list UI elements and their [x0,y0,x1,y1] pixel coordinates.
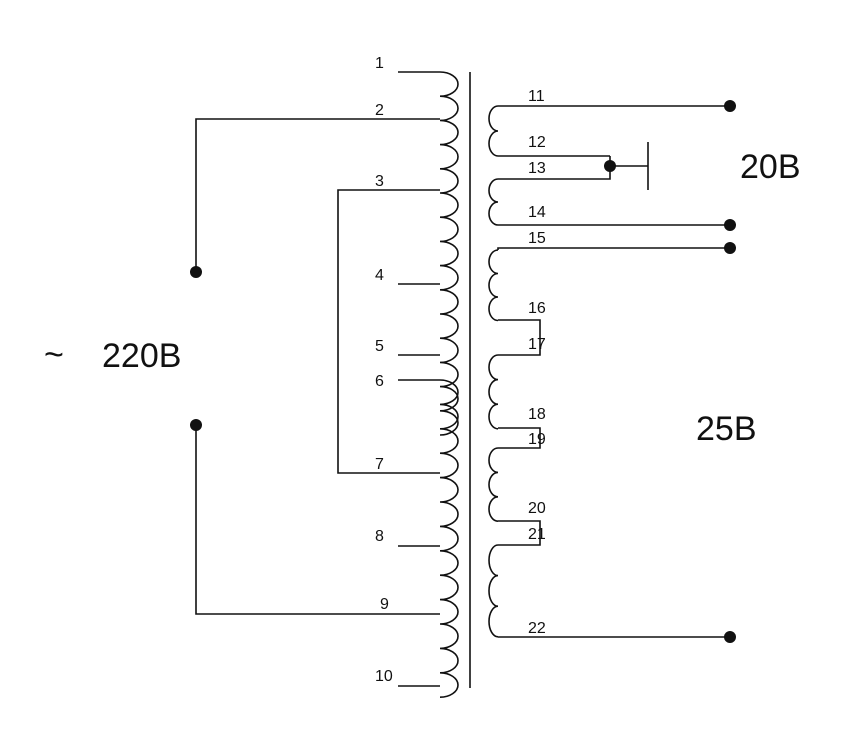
pin-label: 11 [528,88,545,105]
secondary-coil-21-22 [488,544,499,638]
primary-pin-labels: 1 2 3 4 5 6 7 8 9 10 [375,55,393,685]
secondary-coil-11-12 [488,105,499,157]
jumper-3-7 [337,189,440,474]
secondary-wires [497,105,730,638]
secondary-coil-19-20 [488,447,499,522]
primary-taps [398,71,440,687]
pin-label: 19 [528,431,546,448]
output-terminal-11 [724,100,736,112]
jumper-18-19 [498,427,541,449]
pin-label: 1 [375,55,384,72]
pin-label: 3 [375,173,384,190]
pin-label: 5 [375,338,384,355]
secondary-coil-17-18 [488,354,499,430]
secondary-coil-15-16 [488,249,499,322]
pin-label: 14 [528,204,546,221]
pin-label: 17 [528,336,546,353]
jumper-16-17 [498,319,541,356]
input-wire-bottom [195,425,440,615]
pin-label: 20 [528,500,546,517]
primary-coil-6-10 [439,379,459,698]
input-terminal-top [190,266,202,278]
pin-label: 8 [375,528,384,545]
secondary-terminals [604,100,736,643]
pin-label: 7 [375,456,384,473]
pin-label: 2 [375,102,384,119]
pin-label: 18 [528,406,546,423]
output-terminal-15 [724,242,736,254]
secondary-winding [488,105,499,638]
pin-label: 10 [375,668,393,685]
junction-12-13 [604,160,616,172]
winding-25v-label: 25B [696,410,757,448]
pin-label: 4 [375,267,384,284]
pin-label: 15 [528,230,546,247]
input-wire-top [195,118,440,272]
secondary-coil-13-14 [488,178,499,226]
winding-20v-label: 20B [740,148,801,186]
output-terminal-14 [724,219,736,231]
input-voltage-label: 220B [102,337,181,375]
pin-label: 12 [528,134,546,151]
output-terminal-22 [724,631,736,643]
pin-label: 6 [375,373,384,390]
pin-label: 16 [528,300,546,317]
pin-label: 21 [528,526,546,543]
input-terminal-bottom [190,419,202,431]
wire-15 [497,247,730,250]
primary-coil-1-5 [439,71,459,436]
secondary-pin-labels: 11 12 13 14 15 16 17 18 19 20 21 22 [528,88,546,637]
pin-label: 22 [528,620,546,637]
pin-label: 9 [380,596,389,613]
primary-winding [439,71,459,698]
jumper-20-21 [498,520,541,546]
pin-label: 13 [528,160,546,177]
ac-symbol: ~ [44,336,64,374]
wire-13 [498,156,611,180]
